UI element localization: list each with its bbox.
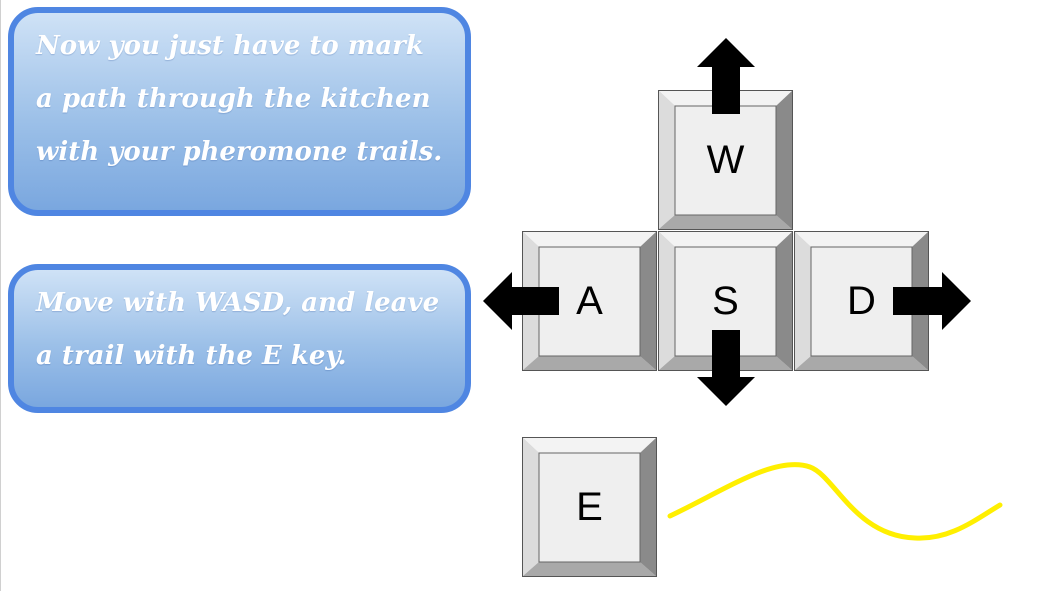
key-e-label: E <box>576 484 603 529</box>
instruction-line: Now you just have to mark <box>36 31 424 61</box>
slide-left-border <box>0 0 1 591</box>
key-a: A <box>522 231 657 371</box>
keycap-shape <box>658 90 793 230</box>
keycap-shape <box>658 231 793 371</box>
instruction-bubble-controls: Move with WASD, and leave a trail with t… <box>8 264 471 413</box>
arrow-right-icon <box>893 272 971 330</box>
keycap-shape <box>794 231 929 371</box>
arrow-down-icon <box>697 330 755 406</box>
arrow-left-icon <box>483 272 559 330</box>
key-w-label: W <box>706 137 745 182</box>
key-w: W <box>658 90 793 230</box>
instruction-line: Move with WASD, and leave <box>36 288 440 318</box>
instruction-line: with your pheromone trails. <box>36 137 443 167</box>
key-a-label: A <box>576 278 603 323</box>
arrow-up-icon <box>697 38 755 114</box>
instruction-bubble-pheromone: Now you just have to mark a path through… <box>8 7 471 216</box>
instruction-line: a path through the kitchen <box>36 84 431 114</box>
instruction-line: a trail with the E key. <box>36 341 347 371</box>
keycap-shape <box>522 231 657 371</box>
key-s-label: S <box>712 278 739 323</box>
key-d: D <box>794 231 929 371</box>
key-d-label: D <box>847 278 876 323</box>
keycap-shape <box>522 437 657 577</box>
pheromone-trail <box>667 462 1003 541</box>
key-s: S <box>658 231 793 371</box>
key-e: E <box>522 437 657 577</box>
